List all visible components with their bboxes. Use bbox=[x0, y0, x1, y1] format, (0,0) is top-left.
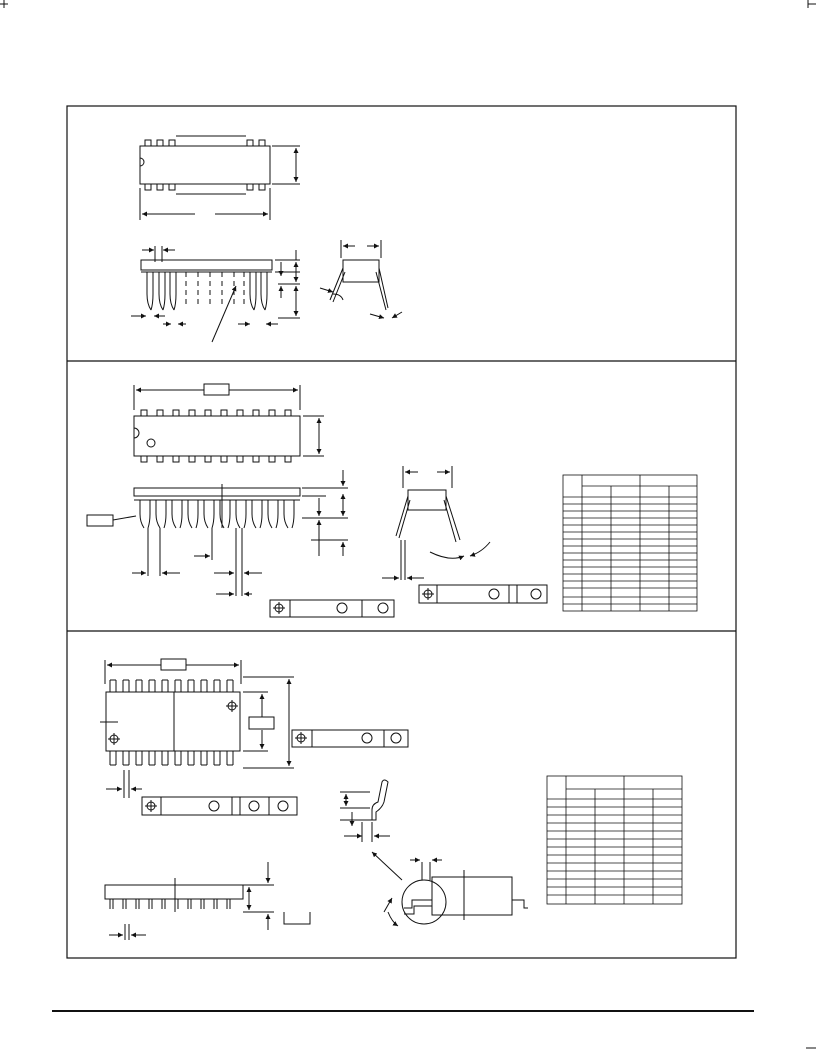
dip-top-view bbox=[139, 135, 300, 220]
dip20-end-view bbox=[382, 466, 491, 581]
section-2-dip20-package bbox=[86, 383, 698, 618]
soic-top-view bbox=[100, 658, 294, 798]
soic-dimension-table bbox=[546, 775, 683, 905]
soic-side-view bbox=[104, 862, 311, 940]
soic-tolerance-frame-1 bbox=[291, 729, 409, 748]
drawing-frame bbox=[66, 105, 737, 959]
dip20-tolerance-frame-2 bbox=[418, 584, 548, 604]
soic-end-view bbox=[371, 851, 528, 927]
dip20-dimension-table bbox=[562, 474, 698, 612]
soic-tolerance-frame-2 bbox=[141, 796, 298, 816]
dip20-tolerance-frame-1 bbox=[269, 599, 395, 618]
dip20-side-view bbox=[86, 470, 348, 597]
dip20-top-view bbox=[133, 383, 324, 463]
detail-callout-circle bbox=[401, 879, 447, 925]
dip-side-view bbox=[131, 246, 300, 343]
section-1-dip-package bbox=[131, 135, 403, 343]
section-3-soic-package bbox=[100, 658, 683, 940]
soic-lead-detail bbox=[340, 779, 390, 842]
dip-end-view bbox=[319, 240, 403, 320]
